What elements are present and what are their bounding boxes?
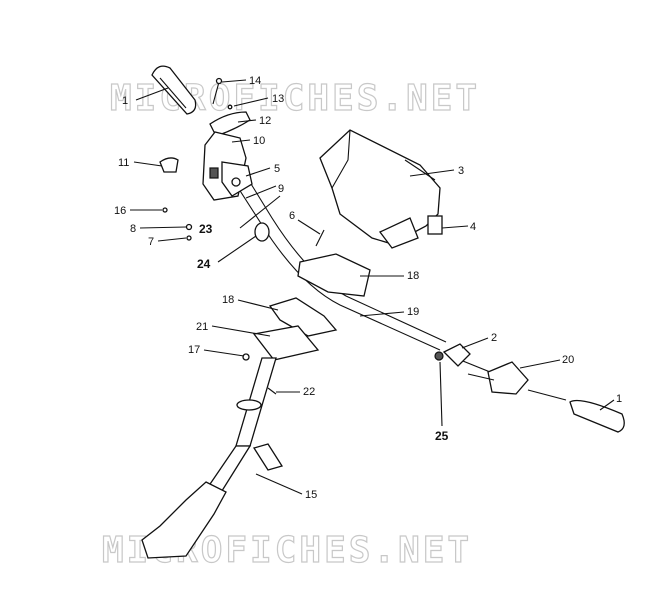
headlight-pod <box>319 129 443 249</box>
screw-16 <box>162 207 168 213</box>
callout-12: 12 <box>259 115 271 127</box>
callout-18-right: 18 <box>407 270 419 282</box>
callout-17: 17 <box>188 344 200 356</box>
callout-4: 4 <box>470 221 476 233</box>
callout-13: 13 <box>272 93 284 105</box>
nut-8 <box>185 223 193 231</box>
washer-7 <box>186 235 192 241</box>
right-control <box>442 343 471 367</box>
callout-3: 3 <box>458 165 464 177</box>
callout-5: 5 <box>274 163 280 175</box>
tube-15 <box>252 443 284 471</box>
left-grip <box>151 65 197 115</box>
callout-21: 21 <box>196 321 208 333</box>
bolt-17 <box>242 353 250 361</box>
callout-24: 24 <box>197 257 211 271</box>
callout-1-right: 1 <box>616 393 622 405</box>
clamp-upper <box>297 253 371 297</box>
callout-1-left: 1 <box>122 95 128 107</box>
callout-19: 19 <box>407 306 419 318</box>
pin-22 <box>267 387 277 395</box>
right-grip <box>569 399 625 433</box>
callout-23: 23 <box>199 222 213 236</box>
callout-10: 10 <box>253 135 265 147</box>
clamp-lower <box>252 297 338 361</box>
washer-part <box>227 104 233 110</box>
callout-6: 6 <box>289 210 295 222</box>
callout-labels: 1 14 13 12 10 11 5 9 16 23 8 7 3 4 6 24 … <box>114 75 622 501</box>
clip-part <box>159 157 179 173</box>
callout-14: 14 <box>249 75 261 87</box>
callout-7: 7 <box>148 236 154 248</box>
callout-25: 25 <box>435 429 449 443</box>
bushing-part <box>254 222 270 242</box>
steering-post <box>141 357 277 559</box>
callout-18-left: 18 <box>222 294 234 306</box>
callout-11: 11 <box>118 157 129 169</box>
throttle-housing <box>202 131 253 201</box>
bushing-25 <box>434 351 444 361</box>
throttle-lever <box>209 111 251 137</box>
callout-15: 15 <box>305 489 317 501</box>
pin-part <box>212 77 223 105</box>
callout-2: 2 <box>491 332 497 344</box>
callout-20: 20 <box>562 354 574 366</box>
callout-16: 16 <box>114 205 126 217</box>
switch-housing <box>487 361 529 395</box>
callout-9: 9 <box>278 183 284 195</box>
callout-22: 22 <box>303 386 315 398</box>
callout-8: 8 <box>130 223 136 235</box>
leader-lines <box>130 79 615 495</box>
